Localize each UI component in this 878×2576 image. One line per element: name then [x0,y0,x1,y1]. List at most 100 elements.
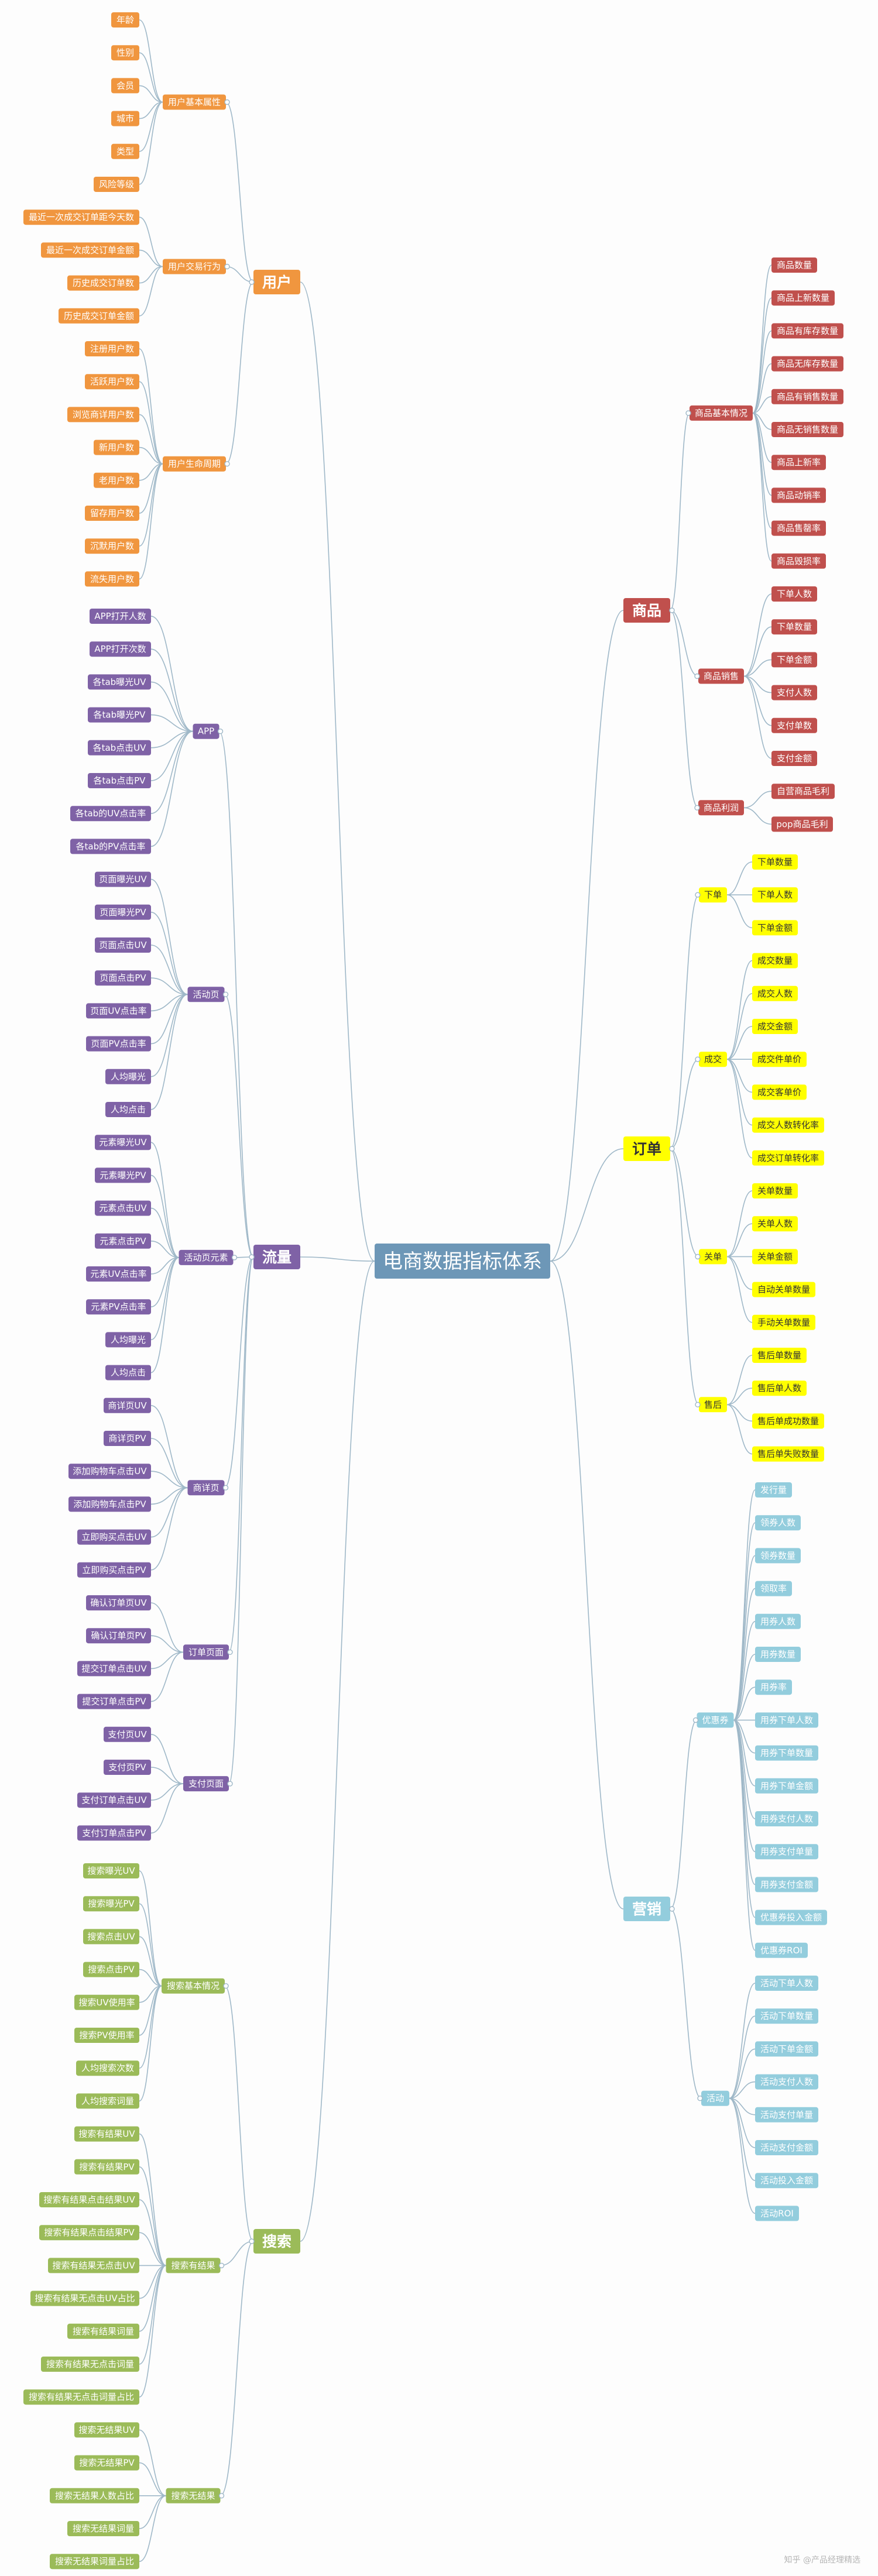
expand-dot[interactable] [224,99,230,105]
leaf-node-box [755,2206,799,2221]
leaf-node: 商详页PV [104,1431,151,1446]
expand-dot[interactable] [218,2262,225,2269]
expand-dot[interactable] [694,805,700,811]
expand-dot[interactable] [697,2095,703,2101]
leaf-node-label: 活动下单金额 [760,2043,813,2054]
subtopic-node-box [699,1397,727,1413]
leaf-node-box [94,177,139,192]
leaf-node-box [752,887,798,903]
leaf-node-label: 搜索有结果点击结果UV [43,2194,135,2205]
leaf-node-box [771,356,843,372]
expand-dot[interactable] [227,1649,233,1655]
leaf-node-label: 支付订单点击PV [82,1828,146,1838]
connector-line [729,2097,756,2148]
leaf-node: 搜索PV使用率 [74,2028,139,2043]
expand-dot[interactable] [222,1485,229,1491]
expand-dot[interactable] [217,728,224,734]
connector-line [139,52,163,103]
leaf-node-box [85,538,139,554]
expand-dot[interactable] [249,279,255,285]
expand-dot[interactable] [249,1254,255,1260]
expand-dot[interactable] [695,1253,701,1260]
subtopic-0-2: 注册用户数活跃用户数浏览商详用户数新用户数老用户数留存用户数沉默用户数流失用户数… [67,341,230,587]
leaf-node-label: 元素UV点击率 [90,1269,146,1279]
leaf-node: 搜索UV使用率 [74,1994,139,2010]
connector-line [150,1257,179,1307]
leaf-node-box [77,1694,151,1709]
expand-dot[interactable] [669,1906,675,1912]
watermark: 知乎 @产品经理精选 [784,2556,860,2565]
connector-line [150,994,188,1110]
expand-dot[interactable] [249,2238,255,2244]
connectors [139,19,772,2562]
leaf-node-label: 支付单数 [777,720,812,731]
leaf-node: 售后单成功数量 [752,1413,824,1429]
connector-line [139,463,163,580]
expand-dot[interactable] [222,991,229,998]
subtopic-node-box [163,456,226,472]
connector-line [139,381,163,465]
leaf-node-label: 搜索无结果PV [79,2458,135,2468]
leaf-node-box [86,1299,151,1315]
expand-dot[interactable] [692,1717,699,1723]
leaf-node-label: 手动关单数量 [757,1317,810,1328]
leaf-node-label: 历史成交订单金额 [64,311,134,321]
leaf-node-box [95,871,151,887]
connector-line [726,861,753,895]
subtopic-node-label: 优惠券 [702,1715,728,1725]
connector-line [139,101,163,185]
connector-line [150,1257,179,1341]
expand-dot[interactable] [669,607,675,613]
leaf-node: 成交人数 [752,985,798,1001]
leaf-node-label: 各tab点击PV [94,775,146,786]
subtopic-node-box [699,1052,727,1067]
leaf-node-label: 支付人数 [777,688,812,698]
leaf-node-label: 页面曝光UV [99,874,147,885]
expand-dot[interactable] [685,410,691,416]
leaf-node-label: 搜索曝光UV [87,1866,135,1876]
leaf-node-label: 商品动销率 [777,490,821,500]
leaf-node-label: 用券率 [760,1682,787,1692]
leaf-node: 手动关单数量 [752,1314,815,1330]
leaf-node: 搜索曝光PV [83,1896,139,1912]
leaf-node-label: 年龄 [116,15,134,25]
connector-line [300,1260,375,2242]
leaf-node: 浏览商详用户数 [67,407,139,423]
leaf-node-label: 搜索点击UV [87,1931,135,1942]
expand-dot[interactable] [224,263,230,270]
expand-dot[interactable] [224,461,230,467]
expand-dot[interactable] [223,1983,229,1989]
expand-dot[interactable] [695,892,701,898]
connector-line [150,994,188,1012]
expand-dot[interactable] [694,673,700,679]
leaf-node: 人均曝光 [105,1069,151,1084]
leaf-node: 页面点击PV [95,970,151,986]
expand-dot[interactable] [231,1255,238,1260]
expand-dot[interactable] [669,1146,675,1152]
main-topic-marketing-box [623,1897,670,1921]
connector-line [729,2081,756,2099]
expand-dot[interactable] [218,2493,225,2499]
subtopic-node-label: 商详页 [193,1482,219,1493]
leaf-node: 搜索无结果PV [74,2455,139,2471]
connector-line [743,626,772,677]
expand-dot[interactable] [695,1056,701,1062]
leaf-node-box [755,1877,818,1892]
leaf-node-label: 商品有库存数量 [777,325,838,336]
leaf-node-box [105,1365,151,1380]
expand-dot[interactable] [227,1781,233,1787]
connector-line [670,610,699,809]
leaf-node-label: 发行量 [760,1485,787,1495]
leaf-node-box [77,1562,151,1578]
subtopic-node-label: 商品基本情况 [695,408,747,418]
subtopic-node-label: 搜索无结果 [171,2491,215,2501]
leaf-node: 用券下单数量 [755,1745,818,1761]
leaf-node-label: 留存用户数 [90,508,134,518]
expand-dot[interactable] [695,1402,701,1408]
connector-line [150,1783,184,1834]
leaf-node-box [755,2074,818,2090]
leaf-node-box [771,685,817,700]
leaf-node-box [39,2225,139,2241]
leaf-node: 页面曝光UV [95,871,151,887]
